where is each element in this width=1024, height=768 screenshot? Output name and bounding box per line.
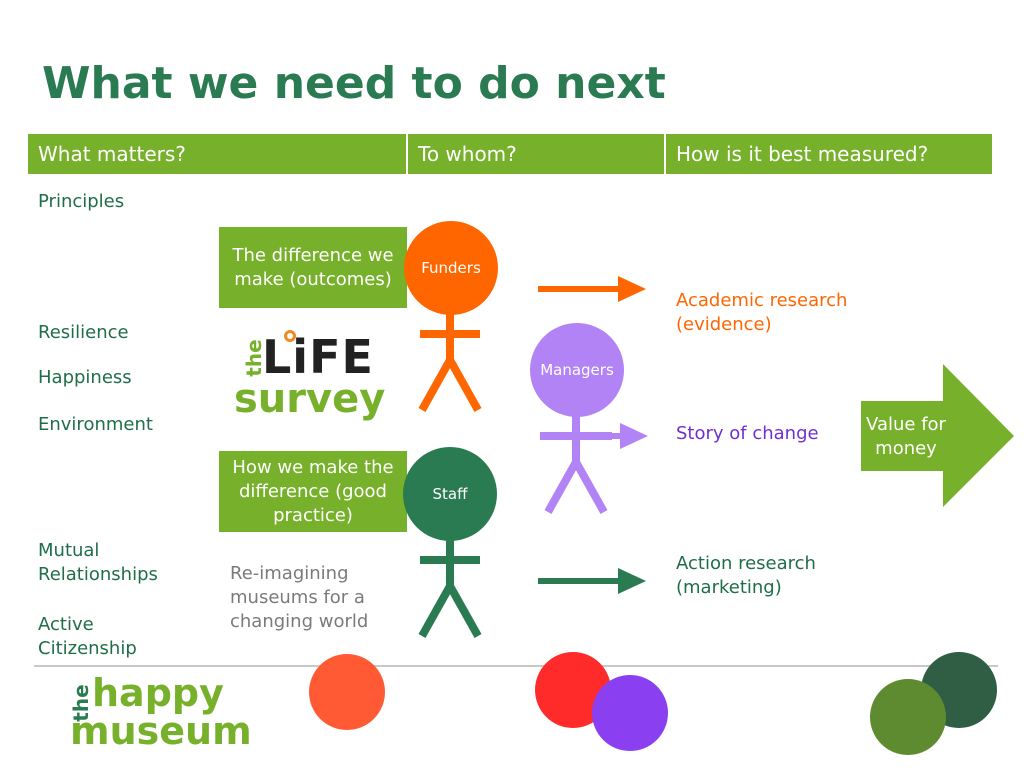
arrow-academic-icon [538, 276, 646, 302]
happy-museum-happy: happy [92, 671, 224, 715]
principle-active-citizenship: Active Citizenship [38, 614, 137, 659]
funders-head: Funders [404, 221, 498, 315]
principle-resilience: Resilience [38, 322, 129, 343]
managers-figure [540, 414, 612, 514]
measure-academic-research: Academic research (evidence) [676, 290, 848, 335]
good-practice-box: How we make the difference (good practic… [219, 451, 407, 532]
staff-label: Staff [432, 485, 468, 503]
decor-circle-purple-icon [592, 675, 668, 751]
principle-mutual-relationships: Mutual Relationships [38, 540, 158, 585]
arrow-story-icon [540, 423, 648, 449]
value-for-money-arrow-icon [861, 364, 1014, 507]
managers-label: Managers [540, 361, 614, 379]
principle-label: Principles [38, 191, 125, 212]
funders-label: Funders [421, 259, 481, 277]
decor-circle-olive-icon [870, 679, 946, 755]
outcomes-box: The difference we make (outcomes) [219, 227, 407, 308]
managers-head: Managers [530, 323, 624, 417]
header-to-whom: To whom? [408, 134, 664, 174]
staff-figure [418, 538, 482, 638]
happy-museum-logo: the happy museum [66, 672, 256, 758]
measure-story-of-change: Story of change [676, 423, 819, 444]
life-survey-survey: survey [234, 376, 386, 422]
header-how-measured: How is it best measured? [666, 134, 992, 174]
reimagining-text: Re-imagining museums for a changing worl… [230, 563, 369, 632]
arrow-action-icon [538, 568, 646, 594]
header-what-matters: What matters? [28, 134, 406, 174]
decor-circle-orange-icon [309, 654, 385, 730]
funders-figure [418, 312, 482, 412]
value-for-money-label: Value for money [866, 414, 946, 459]
principle-happiness: Happiness [38, 367, 132, 388]
life-survey-logo: the LiFE survey [226, 330, 385, 430]
principle-environment: Environment [38, 414, 153, 435]
measure-action-research: Action research (marketing) [676, 553, 816, 598]
life-survey-life: LiFE [262, 330, 374, 384]
divider [34, 665, 998, 667]
happy-museum-museum: museum [70, 709, 252, 753]
page-title: What we need to do next [42, 58, 666, 109]
staff-head: Staff [403, 447, 497, 541]
life-survey-dot-icon [284, 330, 296, 342]
